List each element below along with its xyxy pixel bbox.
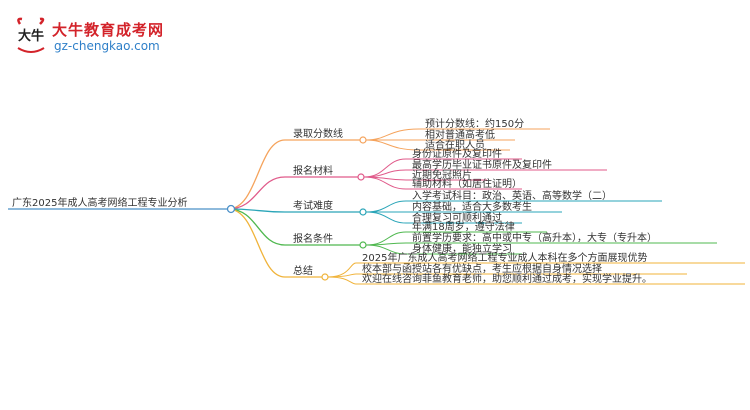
leaf-label: 校本部与函授站各有优缺点，考生应根据自身情况选择	[362, 262, 602, 275]
leaf-link	[365, 128, 420, 141]
mindmap-root: 广东2025年成人高考网络工程专业分析	[12, 196, 187, 209]
leaf-link	[365, 242, 407, 246]
leaf-label: 身体健康，能独立学习	[412, 242, 512, 255]
root-node-dot[interactable]	[226, 204, 236, 214]
bull-logo-icon: 大牛	[17, 17, 45, 53]
branch-link	[227, 176, 286, 210]
branch-link	[227, 139, 286, 210]
logo-glyph: 大牛	[18, 28, 44, 44]
leaf-label: 前置学历要求：高中或中专（高升本），大专（专升本）	[412, 231, 657, 244]
leaf-link	[365, 211, 407, 224]
leaf-label: 近期免冠照片	[412, 168, 472, 181]
leaf-label: 相对普通高考低	[425, 128, 495, 141]
branch-label: 录取分数线	[293, 127, 343, 140]
leaf-label: 年满18周岁，遵守法律	[412, 220, 515, 233]
leaf-label: 适合在职人员	[425, 138, 485, 151]
leaf-link	[365, 139, 420, 151]
leaf-link	[365, 244, 407, 255]
brand-url[interactable]: gz-chengkao.com	[54, 39, 160, 53]
brand-title: 大牛教育成考网	[52, 21, 165, 39]
brand-logo[interactable]: 大牛 大牛教育成考网 gz-chengkao.com	[14, 16, 184, 56]
branch-label: 考试难度	[293, 199, 333, 212]
branch-node-dot[interactable]	[359, 136, 367, 144]
mindmap-links	[8, 128, 745, 285]
leaf-link	[365, 200, 407, 213]
branch-label: 报名材料	[293, 164, 333, 177]
leaf-label: 预计分数线：约150分	[425, 117, 524, 130]
branch-node-dot[interactable]	[359, 241, 367, 249]
leaf-link	[363, 158, 407, 178]
branch-label: 报名条件	[293, 232, 333, 245]
leaf-link	[363, 176, 407, 190]
leaf-label: 欢迎在线咨询菲鱼教育老师，助您顺利通过成考，实现学业提升。	[362, 272, 652, 285]
branch-label: 总结	[293, 264, 313, 277]
branch-link	[227, 208, 286, 246]
leaf-label: 合理复习可顺利通过	[412, 211, 502, 224]
leaf-label: 2025年广东成人高考网络工程专业成人本科在多个方面展现优势	[362, 251, 647, 264]
branch-node-dot[interactable]	[357, 173, 365, 181]
leaf-label: 入学考试科目：政治、英语、高等数学（二）	[412, 189, 612, 202]
branch-link	[227, 208, 286, 278]
leaf-label: 辅助材料（如居住证明）	[412, 177, 522, 190]
leaf-label: 身份证原件及复印件	[412, 147, 502, 160]
leaf-label: 内容基础，适合大多数考生	[412, 200, 532, 213]
branch-node-dot[interactable]	[321, 273, 329, 281]
mindmap-nodes: 广东2025年成人高考网络工程专业分析 录取分数线 预计分数线：约150分相对普通…	[12, 117, 657, 285]
branch-node-dot[interactable]	[359, 208, 367, 216]
leaf-link	[327, 276, 357, 285]
leaf-label: 最高学历毕业证书原件及复印件	[412, 158, 552, 171]
